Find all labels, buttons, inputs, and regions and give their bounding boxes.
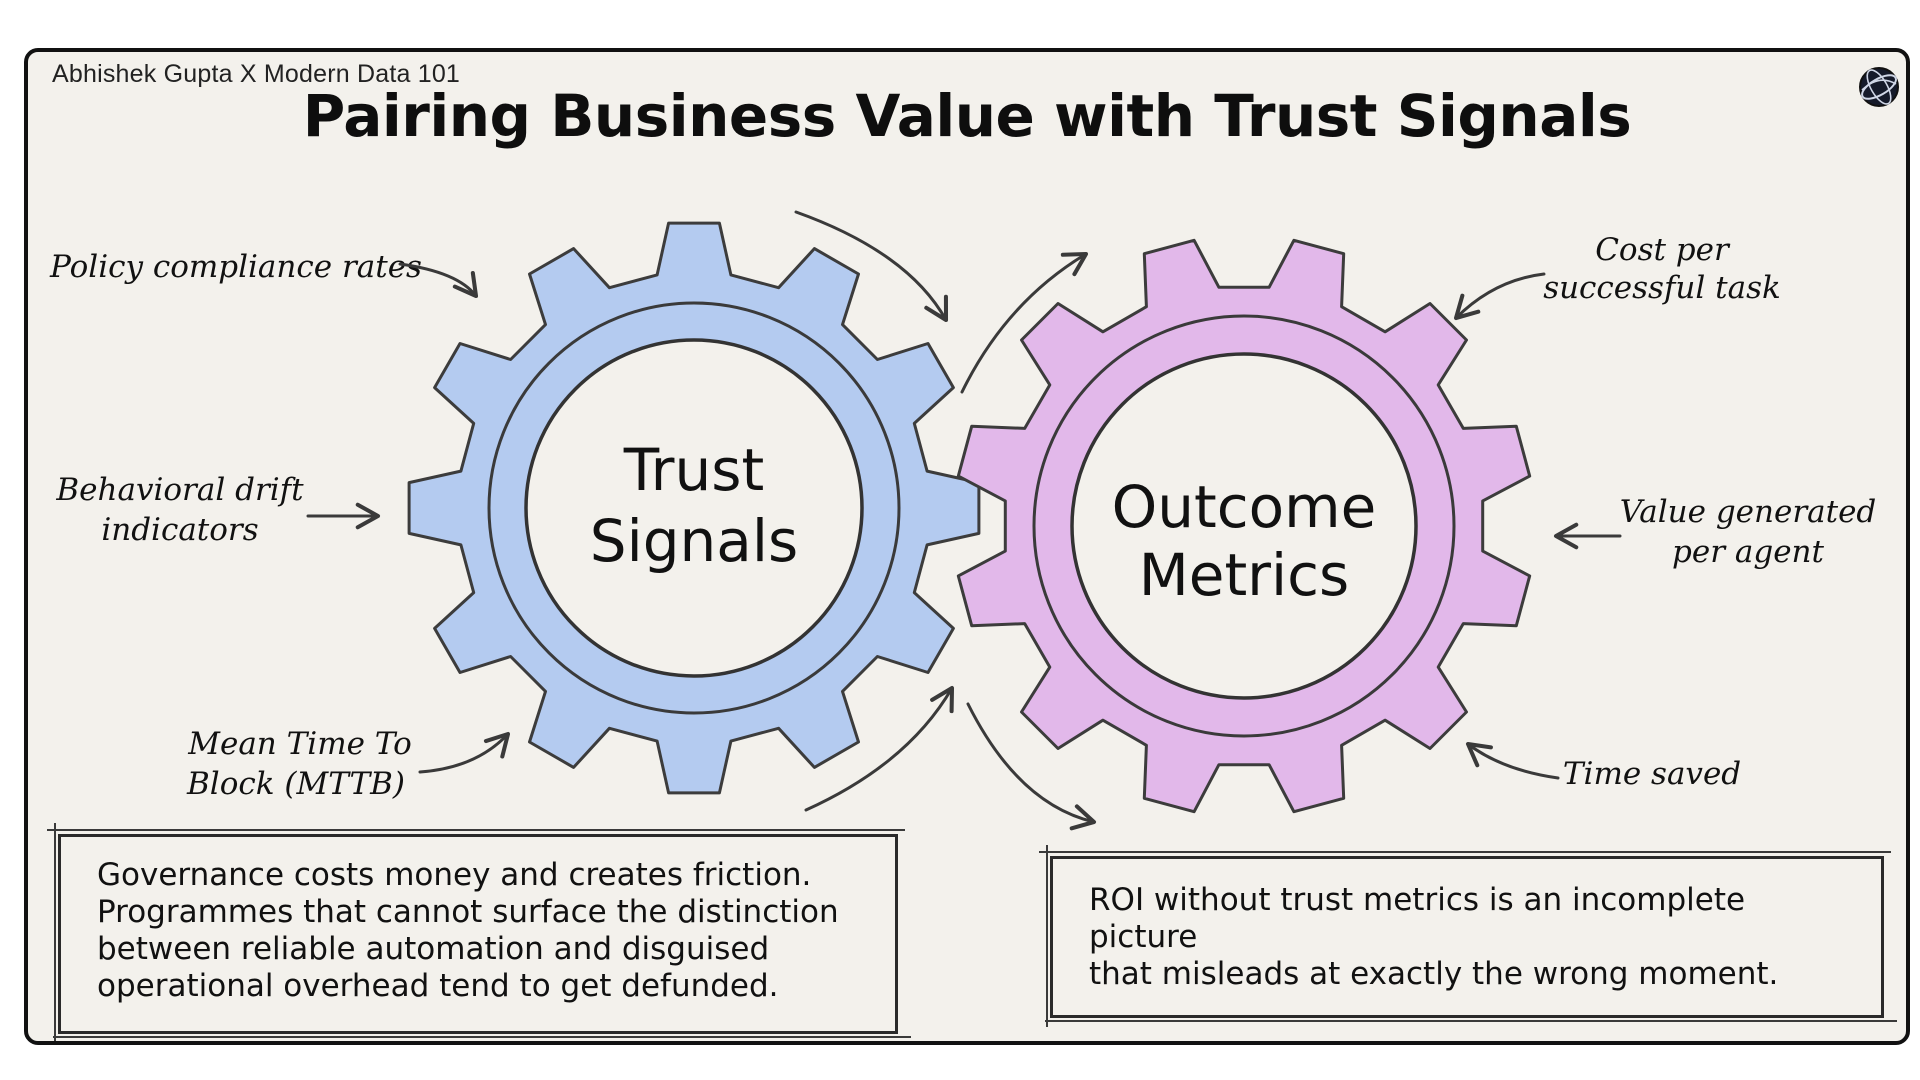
governance-note-line3: between reliable automation and disguise… bbox=[97, 931, 770, 967]
outcome-metric-cost: Cost per successful task bbox=[1453, 232, 1781, 321]
trust-signal-policy: Policy compliance rates bbox=[49, 249, 479, 299]
note-rule bbox=[53, 1036, 911, 1038]
trust-signals-gear: Trust Signals bbox=[407, 221, 981, 795]
outcome-metrics-gear: Outcome Metrics bbox=[956, 238, 1532, 814]
value-label-line1: Value generated bbox=[1620, 494, 1877, 530]
outcome-gear-label-line2: Metrics bbox=[1139, 541, 1350, 609]
drift-label-line1: Behavioral drift bbox=[55, 472, 304, 508]
trust-signal-drift: Behavioral drift indicators bbox=[55, 472, 381, 548]
note-rule bbox=[54, 823, 56, 1041]
outcome-metric-time: Time saved bbox=[1465, 741, 1741, 792]
trust-gear-ring-inner bbox=[524, 338, 864, 678]
gears-diagram: Trust Signals Outcome Metrics Policy com… bbox=[49, 210, 1877, 831]
rotation-arrow-top-right bbox=[960, 251, 1089, 394]
outcome-gear-ring-inner bbox=[1070, 352, 1418, 700]
policy-arrow bbox=[398, 262, 479, 299]
value-label-line2: per agent bbox=[1672, 534, 1825, 570]
trust-gear-label-line2: Signals bbox=[590, 507, 798, 575]
outcome-gear-label-line1: Outcome bbox=[1112, 473, 1377, 541]
cost-arrow bbox=[1453, 272, 1546, 321]
slide-frame: Abhishek Gupta X Modern Data 101 Pairing… bbox=[24, 48, 1910, 1045]
rotation-arrow-top-left bbox=[794, 210, 949, 323]
note-rule bbox=[47, 829, 905, 831]
governance-note-line2: Programmes that cannot surface the disti… bbox=[97, 894, 839, 930]
governance-note-line1: Governance costs money and creates frict… bbox=[97, 857, 812, 893]
cost-label-line1: Cost per bbox=[1595, 232, 1731, 268]
globe-icon bbox=[1859, 67, 1899, 107]
roi-note-line1: ROI without trust metrics is an incomple… bbox=[1089, 881, 1746, 955]
drift-label-line2: indicators bbox=[101, 512, 258, 548]
mttb-label-line1: Mean Time To bbox=[187, 726, 412, 762]
byline: Abhishek Gupta X Modern Data 101 bbox=[52, 60, 461, 88]
mttb-arrow bbox=[418, 731, 511, 774]
roi-note-line2: that misleads at exactly the wrong momen… bbox=[1089, 955, 1779, 992]
cost-label-line2: successful task bbox=[1543, 270, 1781, 306]
time-label: Time saved bbox=[1563, 756, 1741, 792]
note-rule bbox=[1039, 851, 1891, 853]
rotation-arrow-bottom-left bbox=[804, 685, 955, 812]
trust-gear-label-line1: Trust bbox=[623, 436, 764, 504]
trust-signal-mttb: Mean Time To Block (MTTB) bbox=[186, 726, 511, 802]
page-title: Pairing Business Value with Trust Signal… bbox=[302, 82, 1632, 150]
rotation-arrow-bottom-right bbox=[966, 702, 1097, 831]
note-rule bbox=[1045, 1020, 1897, 1022]
roi-note: ROI without trust metrics is an incomple… bbox=[1039, 845, 1897, 1027]
time-arrow bbox=[1465, 741, 1560, 780]
note-rule bbox=[1046, 845, 1048, 1027]
outcome-metric-value: Value generated per agent bbox=[1553, 494, 1877, 570]
mttb-label-line2: Block (MTTB) bbox=[186, 766, 405, 802]
governance-note: Governance costs money and creates frict… bbox=[47, 823, 911, 1041]
trust-gear-ring-outer bbox=[487, 301, 901, 715]
roi-note-text: ROI without trust metrics is an incomple… bbox=[1089, 882, 1845, 993]
governance-note-line4: operational overhead tend to get defunde… bbox=[97, 968, 779, 1004]
policy-label: Policy compliance rates bbox=[49, 249, 422, 285]
outcome-gear-ring-outer bbox=[1032, 314, 1456, 738]
